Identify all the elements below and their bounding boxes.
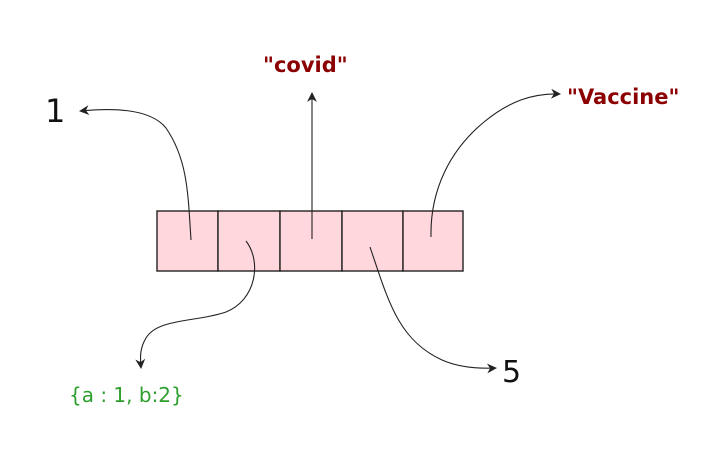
array-cells	[156, 210, 464, 272]
value-number-1: 1	[45, 92, 65, 130]
arrow-cell-3-to-5	[369, 246, 497, 374]
value-string-covid: "covid"	[263, 53, 348, 77]
value-string-vaccine: "Vaccine"	[567, 85, 679, 109]
array-cell-0	[156, 210, 219, 272]
value-object: {a : 1, b:2}	[69, 383, 184, 407]
arrow-cell-1-to-object	[135, 240, 256, 369]
array-cell-3	[341, 210, 404, 272]
arrow-cell-0-to-1	[79, 105, 192, 241]
array-cell-2	[279, 210, 343, 272]
arrow-cell-4-to-vaccine	[430, 88, 561, 238]
value-number-5: 5	[502, 355, 521, 390]
array-cell-1	[217, 210, 281, 272]
array-cell-4	[402, 210, 464, 272]
